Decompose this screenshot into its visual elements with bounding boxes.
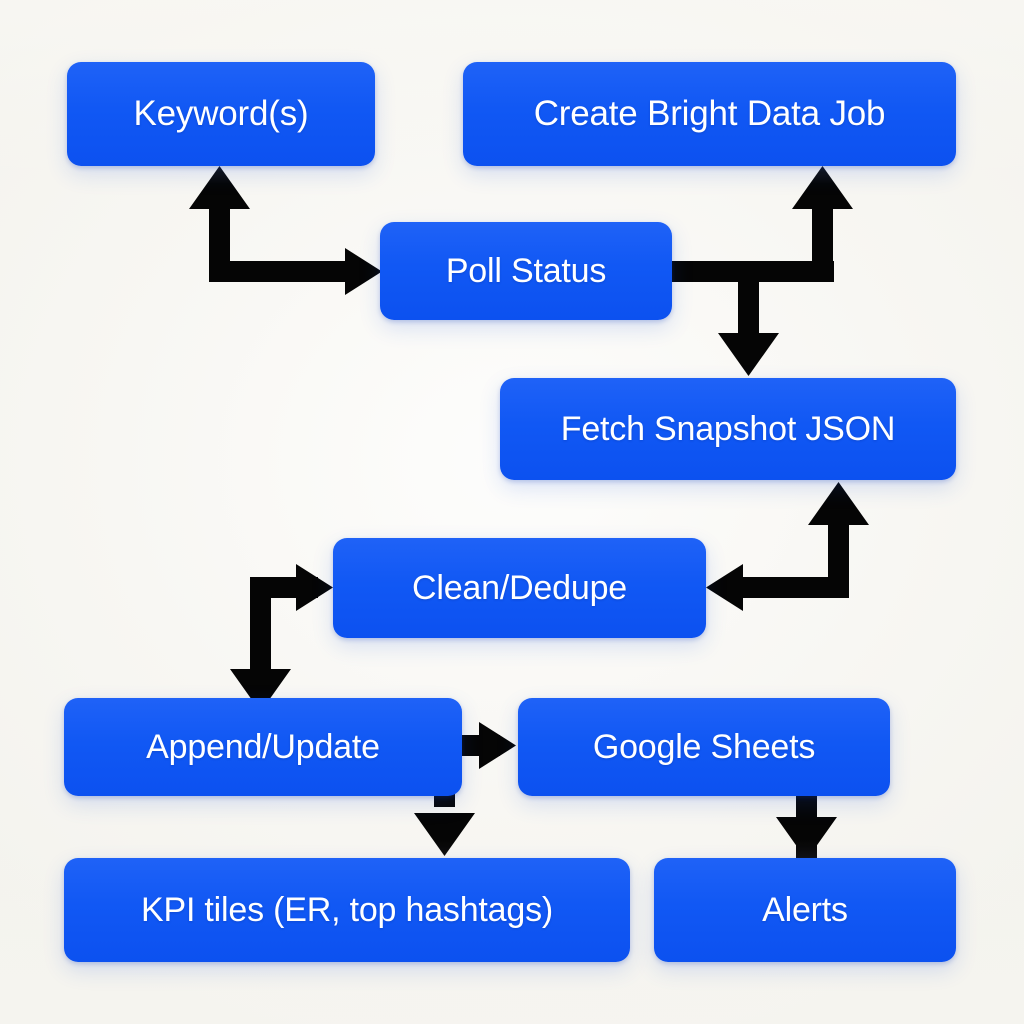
edge-pollstatus-fetchjson	[718, 271, 779, 376]
node-fetch-snapshot-json[interactable]: Fetch Snapshot JSON	[500, 378, 956, 480]
node-kpi-tiles-label: KPI tiles (ER, top hashtags)	[140, 890, 554, 929]
edge-cleandedupe-appendupdate	[230, 564, 333, 712]
edge-fetchjson-cleandedupe	[706, 482, 869, 611]
node-poll-status-label: Poll Status	[445, 251, 607, 290]
node-create-bright-data-job[interactable]: Create Bright Data Job	[463, 62, 956, 166]
node-append-update[interactable]: Append/Update	[64, 698, 462, 796]
node-append-update-label: Append/Update	[146, 727, 380, 766]
node-create-bright-data-job-label: Create Bright Data Job	[533, 94, 886, 133]
node-kpi-tiles[interactable]: KPI tiles (ER, top hashtags)	[64, 858, 630, 962]
node-clean-dedupe[interactable]: Clean/Dedupe	[333, 538, 706, 638]
node-keyword-label: Keyword(s)	[133, 94, 309, 133]
edge-pollstatus-createjob	[672, 166, 853, 282]
node-google-sheets-label: Google Sheets	[592, 727, 816, 766]
node-fetch-snapshot-json-label: Fetch Snapshot JSON	[560, 409, 896, 448]
node-clean-dedupe-label: Clean/Dedupe	[412, 568, 627, 607]
edge-googlesheets-alerts	[776, 796, 837, 860]
node-google-sheets[interactable]: Google Sheets	[518, 698, 890, 796]
node-alerts-label: Alerts	[762, 890, 848, 929]
node-keyword[interactable]: Keyword(s)	[67, 62, 375, 166]
edge-keyword-pollstatus	[189, 166, 382, 295]
node-poll-status[interactable]: Poll Status	[380, 222, 672, 320]
node-alerts[interactable]: Alerts	[654, 858, 956, 962]
